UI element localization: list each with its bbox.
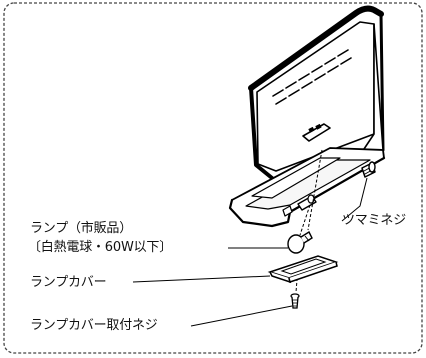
switch-panel [302, 123, 331, 142]
lamp-cover [267, 255, 339, 284]
lamp-socket-part [297, 194, 317, 211]
cover-screw-label: ランプカバー取付ネジ [30, 318, 158, 333]
range-hood [228, 5, 386, 228]
knob-screw-label: ツマミネジ [342, 213, 407, 228]
vent-slots [272, 49, 352, 105]
lamp-bulb [287, 230, 313, 254]
lamp-cover-label: ランプカバー [30, 275, 107, 290]
knob-screw-part [361, 161, 376, 178]
leader-lines [132, 177, 368, 327]
dashed-frame [3, 2, 423, 354]
cover-screw [290, 293, 300, 309]
lamp-label-line1: ランプ（市販品） [30, 221, 133, 236]
lamp-label-line2: 〔白熱電球・60W以下〕 [28, 240, 172, 255]
